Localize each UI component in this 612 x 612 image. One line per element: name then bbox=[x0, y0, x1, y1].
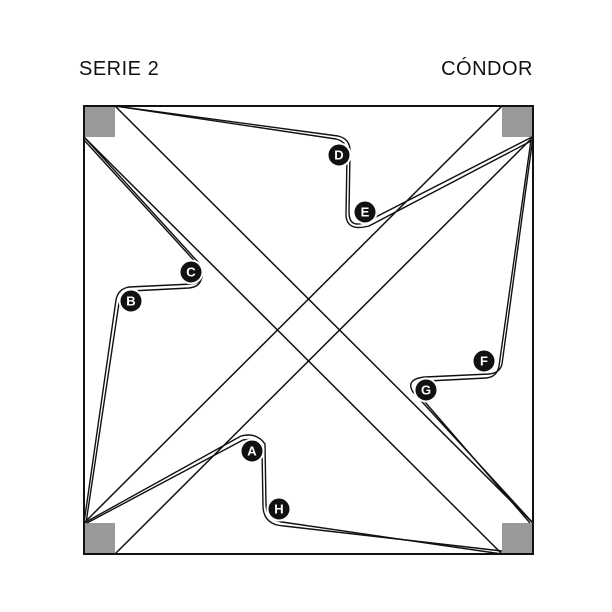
corner-block-bottom-left bbox=[84, 523, 115, 554]
marker-b-label: B bbox=[126, 294, 135, 309]
marker-h: H bbox=[266, 496, 292, 522]
marker-e: E bbox=[352, 199, 378, 225]
marker-g-label: G bbox=[421, 383, 431, 398]
marker-d-label: D bbox=[334, 148, 343, 163]
corner-block-bottom-right bbox=[502, 523, 533, 554]
marker-a-label: A bbox=[247, 444, 257, 459]
marker-g: G bbox=[413, 377, 439, 403]
marker-f: F bbox=[471, 348, 497, 374]
marker-f-label: F bbox=[480, 354, 488, 369]
marker-h-label: H bbox=[274, 502, 283, 517]
title-label: CÓNDOR bbox=[441, 58, 533, 80]
corner-block-top-right bbox=[502, 106, 533, 137]
thread-path bbox=[83, 105, 534, 555]
series-label: SERIE 2 bbox=[79, 58, 160, 80]
outer-frame bbox=[83, 105, 534, 555]
marker-c: C bbox=[178, 259, 204, 285]
marker-e-label: E bbox=[361, 205, 370, 220]
marker-c-label: C bbox=[186, 265, 196, 280]
marker-a: A bbox=[239, 438, 265, 464]
marker-b: B bbox=[118, 288, 144, 314]
diagonal-bands bbox=[83, 105, 534, 555]
marker-d: D bbox=[326, 142, 352, 168]
corner-block-top-left bbox=[84, 106, 115, 137]
